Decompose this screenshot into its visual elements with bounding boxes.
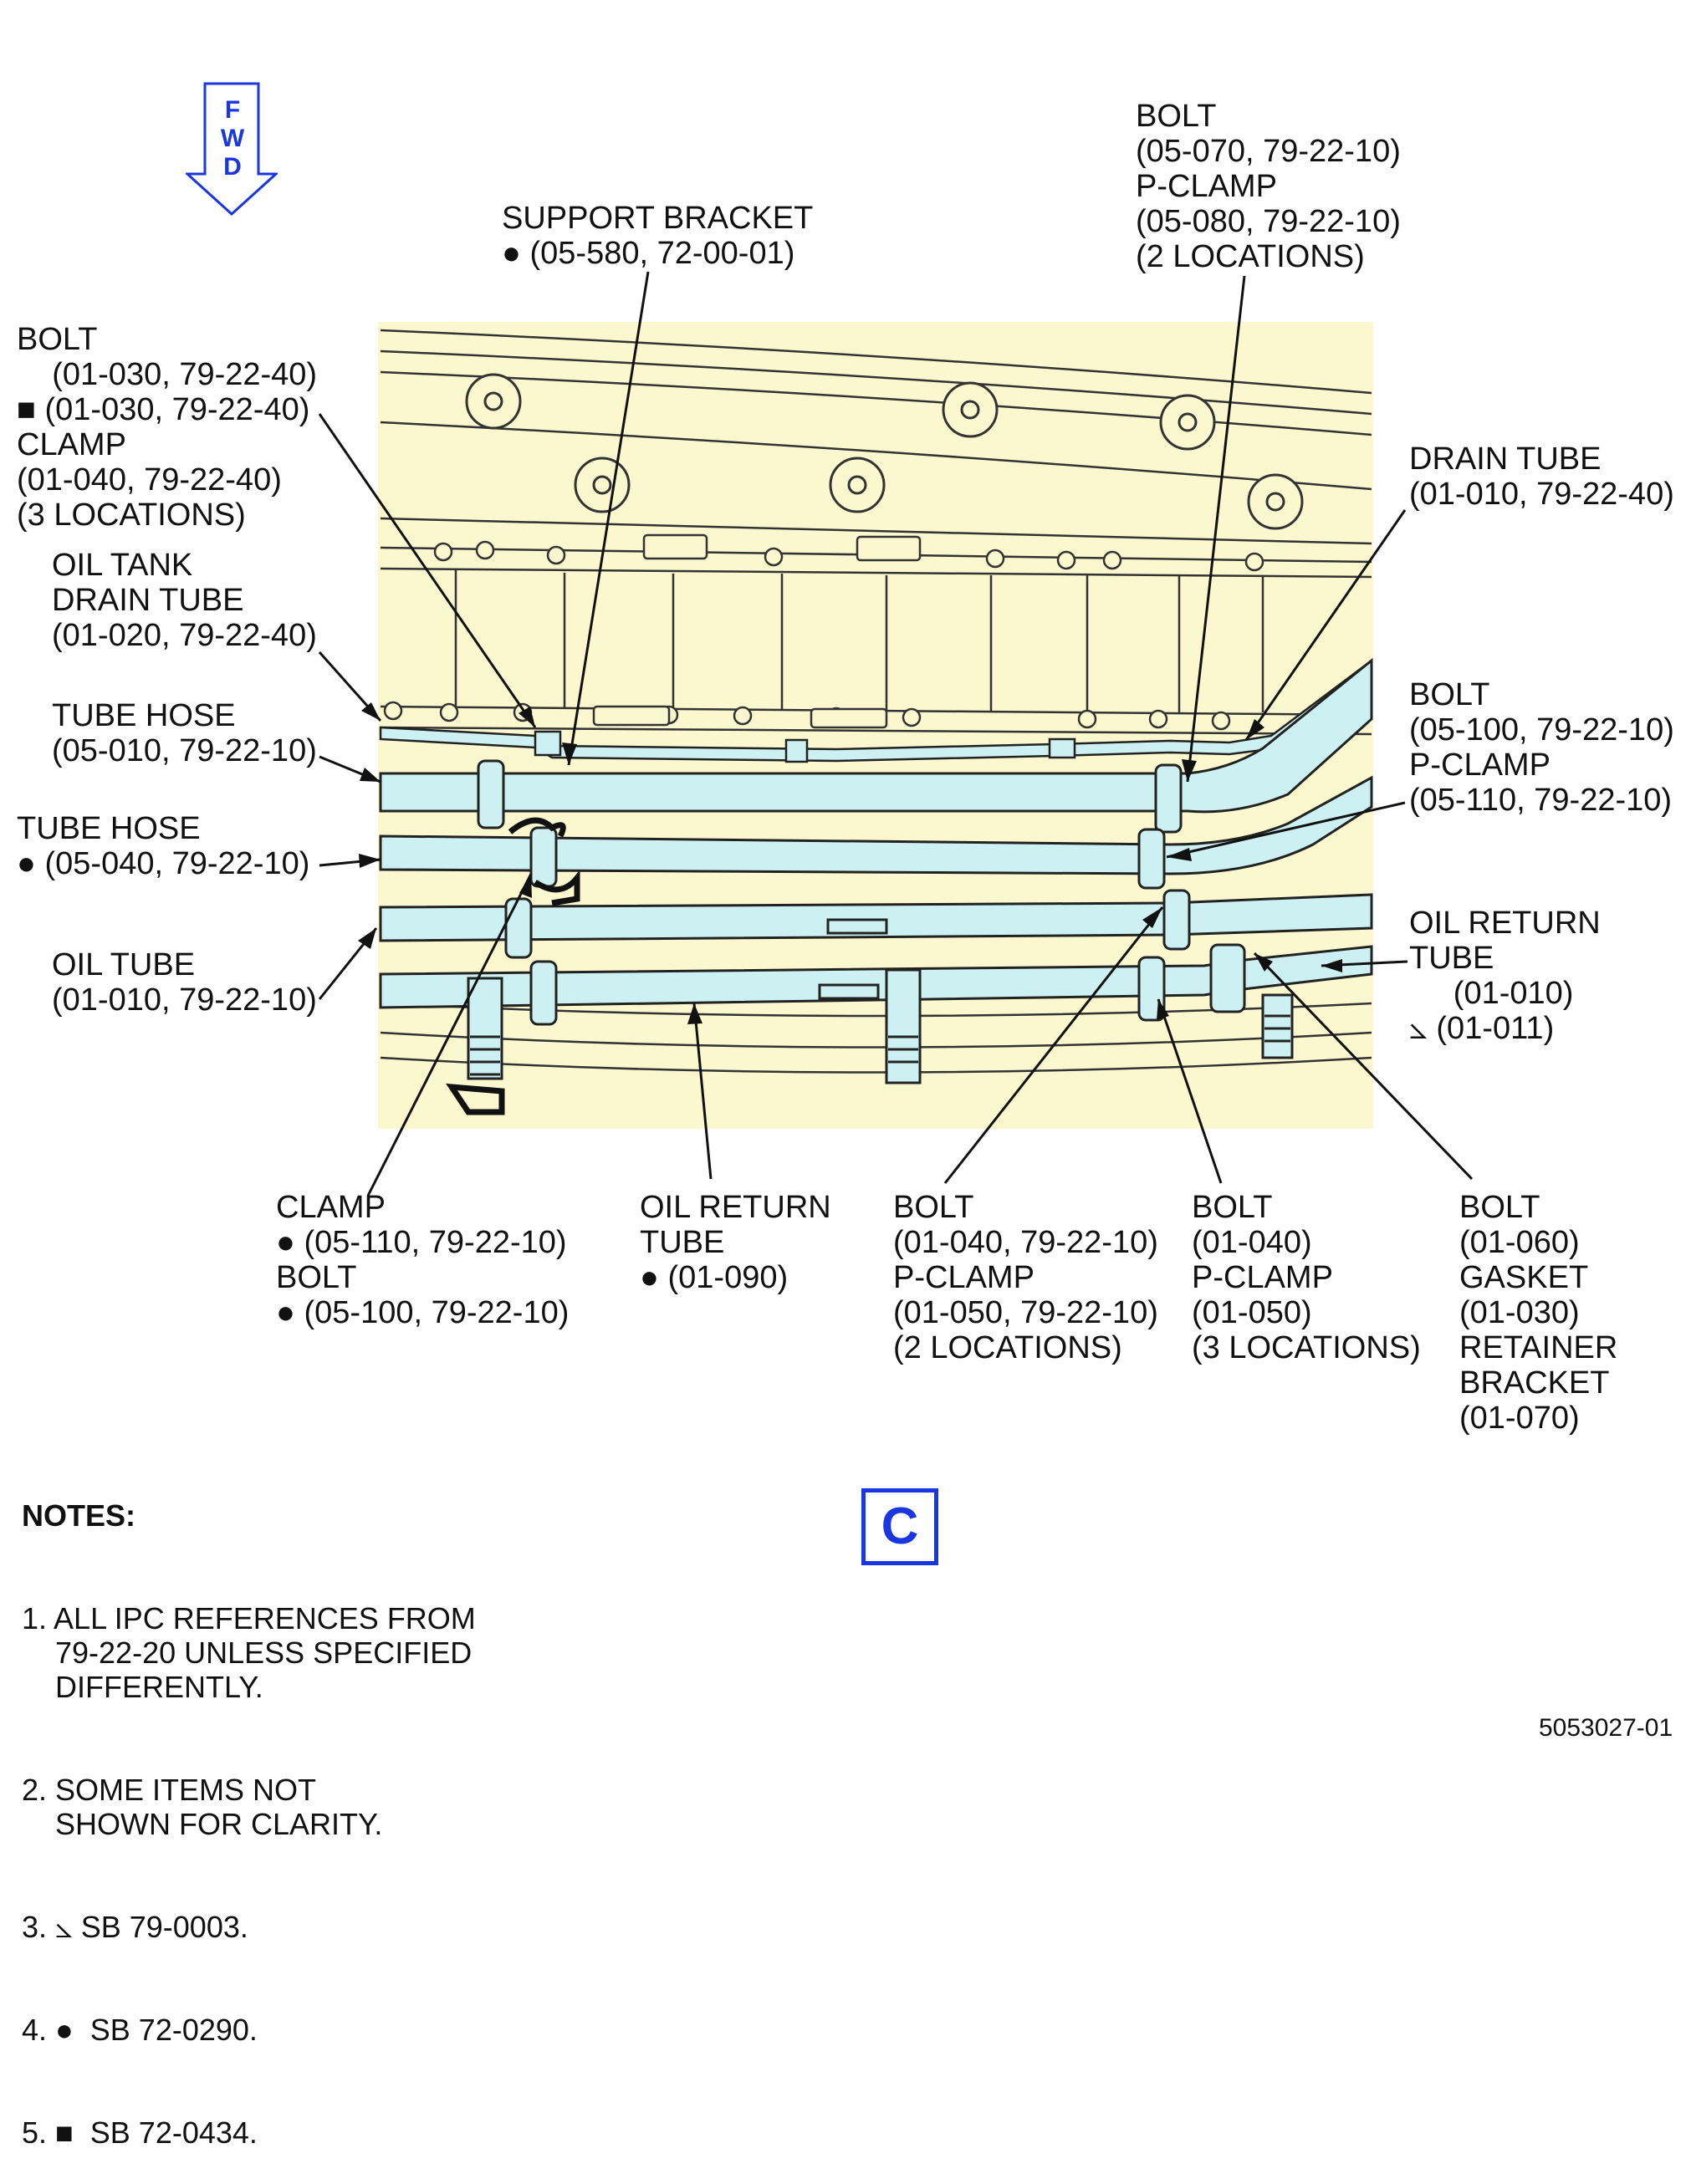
- note-item: 5. ■ SB 72-0434.: [22, 2115, 258, 2150]
- fwd-label: F W D: [220, 96, 245, 181]
- note-item: 1. ALL IPC REFERENCES FROM 79-22-20 UNLE…: [22, 1601, 476, 1704]
- tube-hose-2: [379, 775, 1373, 875]
- notes-heading: NOTES:: [22, 1498, 136, 1533]
- callout-tube-hose-1: TUBE HOSE (05-010, 79-22-10): [52, 698, 317, 768]
- tube-hose-1: [379, 657, 1373, 814]
- callout-oil-tank-drain-tube: OIL TANK DRAIN TUBE (01-020, 79-22-40): [52, 548, 317, 653]
- callout-oil-return-tube-right: OIL RETURN TUBE (01-010) ⦣ (01-011): [1409, 906, 1601, 1046]
- callout-bolt-pclamp-bottom-1: BOLT (01-040, 79-22-10) P-CLAMP (01-050,…: [893, 1190, 1158, 1365]
- leader-arrowheads: [358, 702, 1342, 1024]
- callout-clamp-bolt-bottom: CLAMP ● (05-110, 79-22-10) BOLT ● (05-10…: [276, 1190, 570, 1330]
- engine-oil-tube-diagram: [318, 271, 1474, 1197]
- notes-block: NOTES: 1. ALL IPC REFERENCES FROM 79-22-…: [22, 1430, 476, 2184]
- bracket-fins: [470, 1014, 1290, 1076]
- frame-bosses: [465, 373, 1304, 530]
- callout-support-bracket: SUPPORT BRACKET ● (05-580, 72-00-01): [502, 201, 814, 271]
- callout-bolt-gasket-retainer: BOLT (01-060) GASKET (01-030) RETAINER B…: [1459, 1190, 1618, 1436]
- note-item: 4. ● SB 72-0290.: [22, 2013, 258, 2047]
- callout-bolt-clamp-left: BOLT (01-030, 79-22-40) ■ (01-030, 79-22…: [17, 322, 318, 533]
- callout-oil-tube: OIL TUBE (01-010, 79-22-10): [52, 947, 317, 1018]
- bracket-slots: [592, 533, 922, 729]
- callout-oil-return-tube-bottom: OIL RETURN TUBE ● (01-090): [640, 1190, 831, 1295]
- view-label: C: [861, 1488, 938, 1565]
- note-item: 3. ⦣ SB 79-0003.: [22, 1910, 248, 1944]
- support-bracket-outline: [446, 817, 580, 1115]
- forward-arrow-icon: [186, 82, 278, 216]
- figure-id: 5053027-01: [1539, 1714, 1673, 1742]
- callout-bolt-pclamp-right: BOLT (05-100, 79-22-10) P-CLAMP (05-110,…: [1409, 677, 1674, 818]
- callout-bolt-pclamp-bottom-2: BOLT (01-040) P-CLAMP (01-050) (3 LOCATI…: [1192, 1190, 1421, 1365]
- callout-bolt-pclamp-top: BOLT (05-070, 79-22-10) P-CLAMP (05-080,…: [1136, 99, 1401, 274]
- callout-drain-tube: DRAIN TUBE (01-010, 79-22-40): [1409, 441, 1674, 512]
- callout-tube-hose-2: TUBE HOSE ● (05-040, 79-22-10): [17, 811, 310, 881]
- note-item: 2. SOME ITEMS NOT SHOWN FOR CLARITY.: [22, 1773, 383, 1841]
